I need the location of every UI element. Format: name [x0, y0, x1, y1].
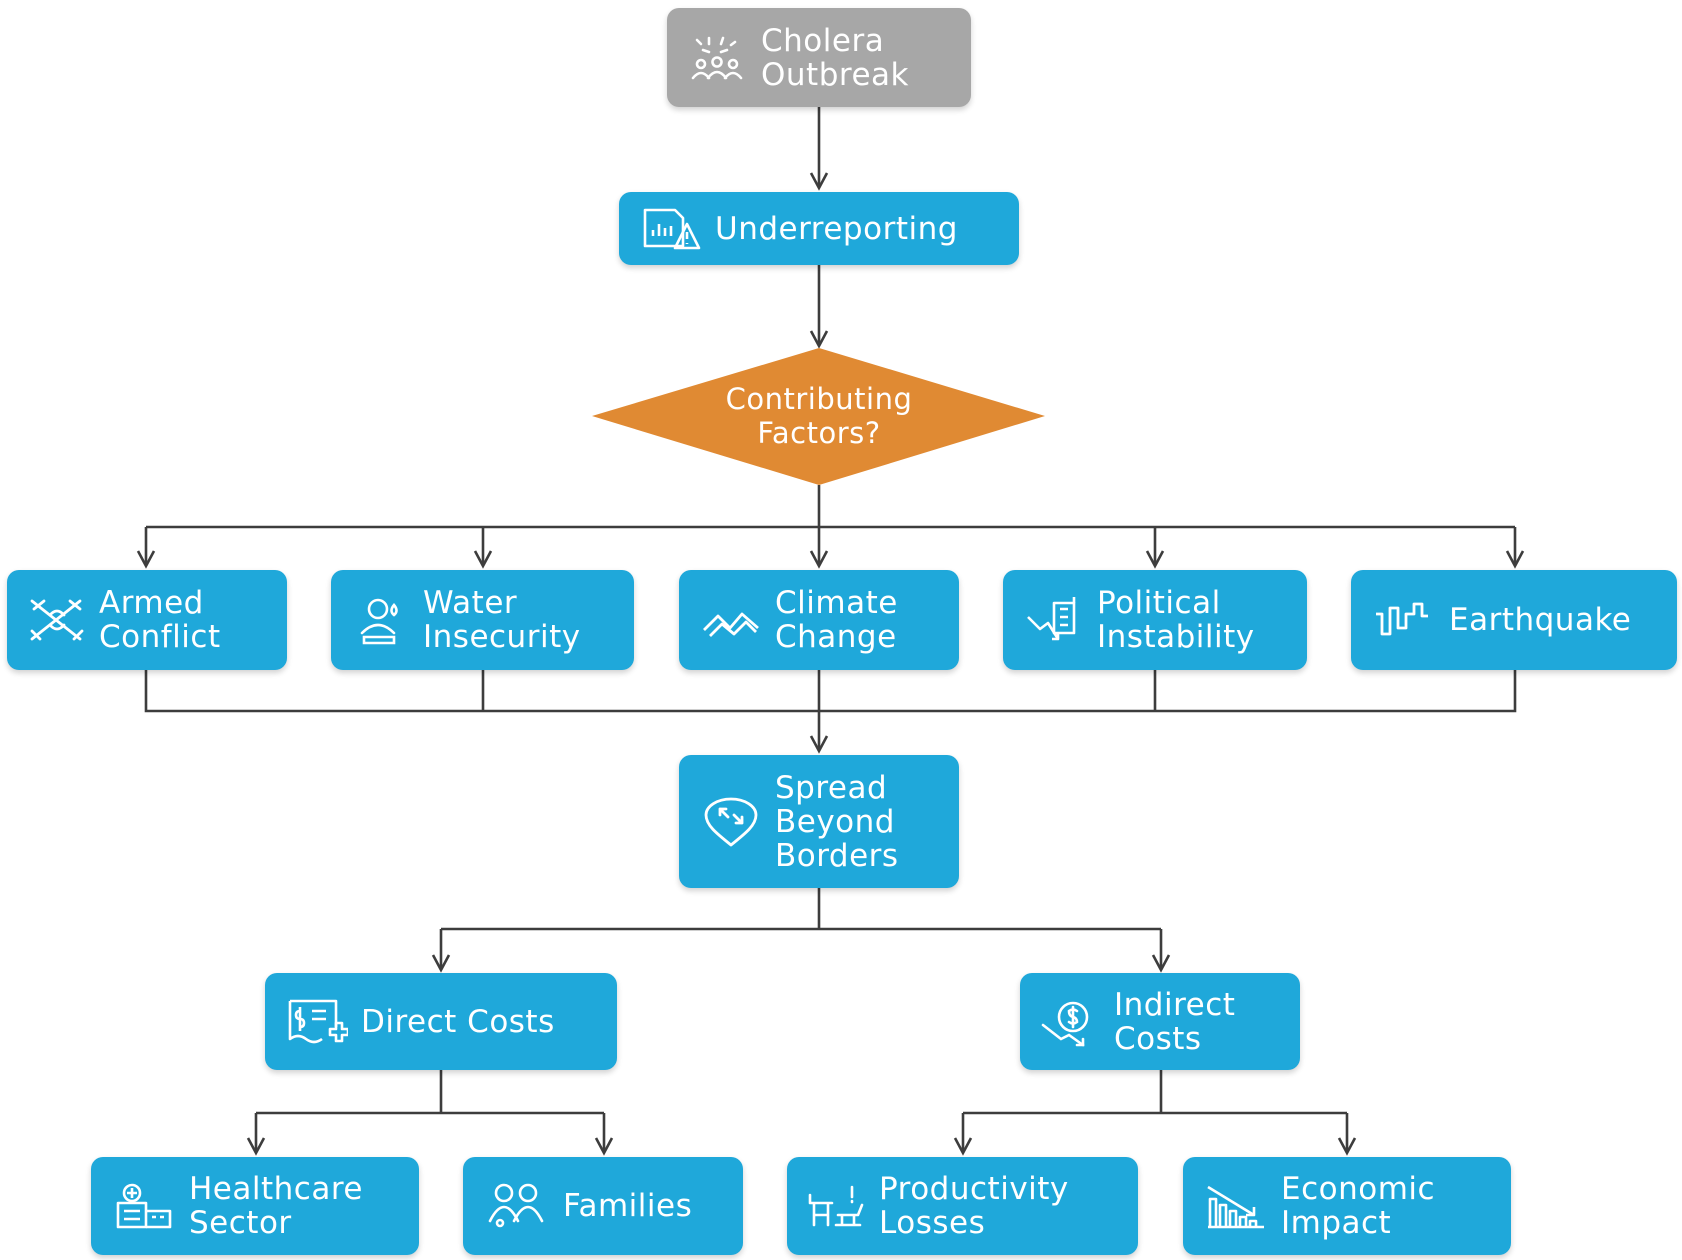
idle-workstation-icon	[805, 1181, 869, 1231]
node-spread-beyond-borders[interactable]: Spread Beyond Borders	[679, 755, 959, 888]
map-pin-expand-icon	[699, 795, 763, 849]
node-earthquake[interactable]: Earthquake	[1351, 570, 1677, 670]
connector-decision-bus	[146, 485, 1515, 529]
node-political-instability[interactable]: Political Instability	[1003, 570, 1307, 670]
node-label: Indirect Costs	[1114, 986, 1236, 1057]
people-group-icon	[687, 34, 747, 82]
node-label: Water Insecurity	[423, 585, 581, 655]
mountain-wave-icon	[699, 600, 763, 640]
decision-contributing-factors: Contributing Factors?	[725, 382, 913, 450]
node-label: Cholera Outbreak	[761, 22, 909, 93]
node-label: Families	[563, 1188, 693, 1224]
node-direct-costs[interactable]: Direct Costs	[265, 973, 617, 1070]
connector-spread-bus	[441, 888, 1161, 931]
node-label: Healthcare Sector	[189, 1171, 363, 1241]
node-underreporting[interactable]: Underreporting	[619, 192, 1019, 265]
node-productivity-losses[interactable]: Productivity Losses	[787, 1157, 1138, 1255]
node-label: Underreporting	[715, 210, 958, 247]
seismic-wave-icon	[1371, 600, 1435, 640]
connector-direct-bus	[256, 1070, 604, 1115]
node-label: Direct Costs	[361, 1003, 555, 1040]
node-label: Climate Change	[775, 585, 898, 655]
node-cholera-outbreak[interactable]: Cholera Outbreak	[667, 8, 971, 107]
connector-indirect-bus	[963, 1070, 1347, 1115]
node-label: Political Instability	[1097, 585, 1255, 655]
node-healthcare-sector[interactable]: Healthcare Sector	[91, 1157, 419, 1255]
node-label: Earthquake	[1449, 602, 1632, 638]
node-water-insecurity[interactable]: Water Insecurity	[331, 570, 634, 670]
dollar-decline-icon	[1038, 997, 1102, 1047]
node-armed-conflict[interactable]: Armed Conflict	[7, 570, 287, 670]
family-icon	[485, 1181, 549, 1231]
building-decline-icon	[1023, 595, 1087, 645]
connector-factors-bus	[144, 670, 1517, 713]
node-indirect-costs[interactable]: Indirect Costs	[1020, 973, 1300, 1070]
node-climate-change[interactable]: Climate Change	[679, 570, 959, 670]
node-label: Spread Beyond Borders	[775, 769, 899, 874]
hospital-icon	[111, 1181, 175, 1231]
water-person-icon	[353, 595, 409, 645]
bar-chart-decline-icon	[1203, 1181, 1267, 1231]
node-label: Economic Impact	[1281, 1171, 1436, 1241]
bill-medical-icon	[285, 997, 349, 1047]
node-families[interactable]: Families	[463, 1157, 743, 1255]
node-label: Productivity Losses	[879, 1171, 1069, 1241]
crossed-weapons-icon	[25, 595, 89, 645]
node-economic-impact[interactable]: Economic Impact	[1183, 1157, 1511, 1255]
report-warning-icon	[639, 206, 703, 252]
node-label: Armed Conflict	[99, 585, 221, 655]
